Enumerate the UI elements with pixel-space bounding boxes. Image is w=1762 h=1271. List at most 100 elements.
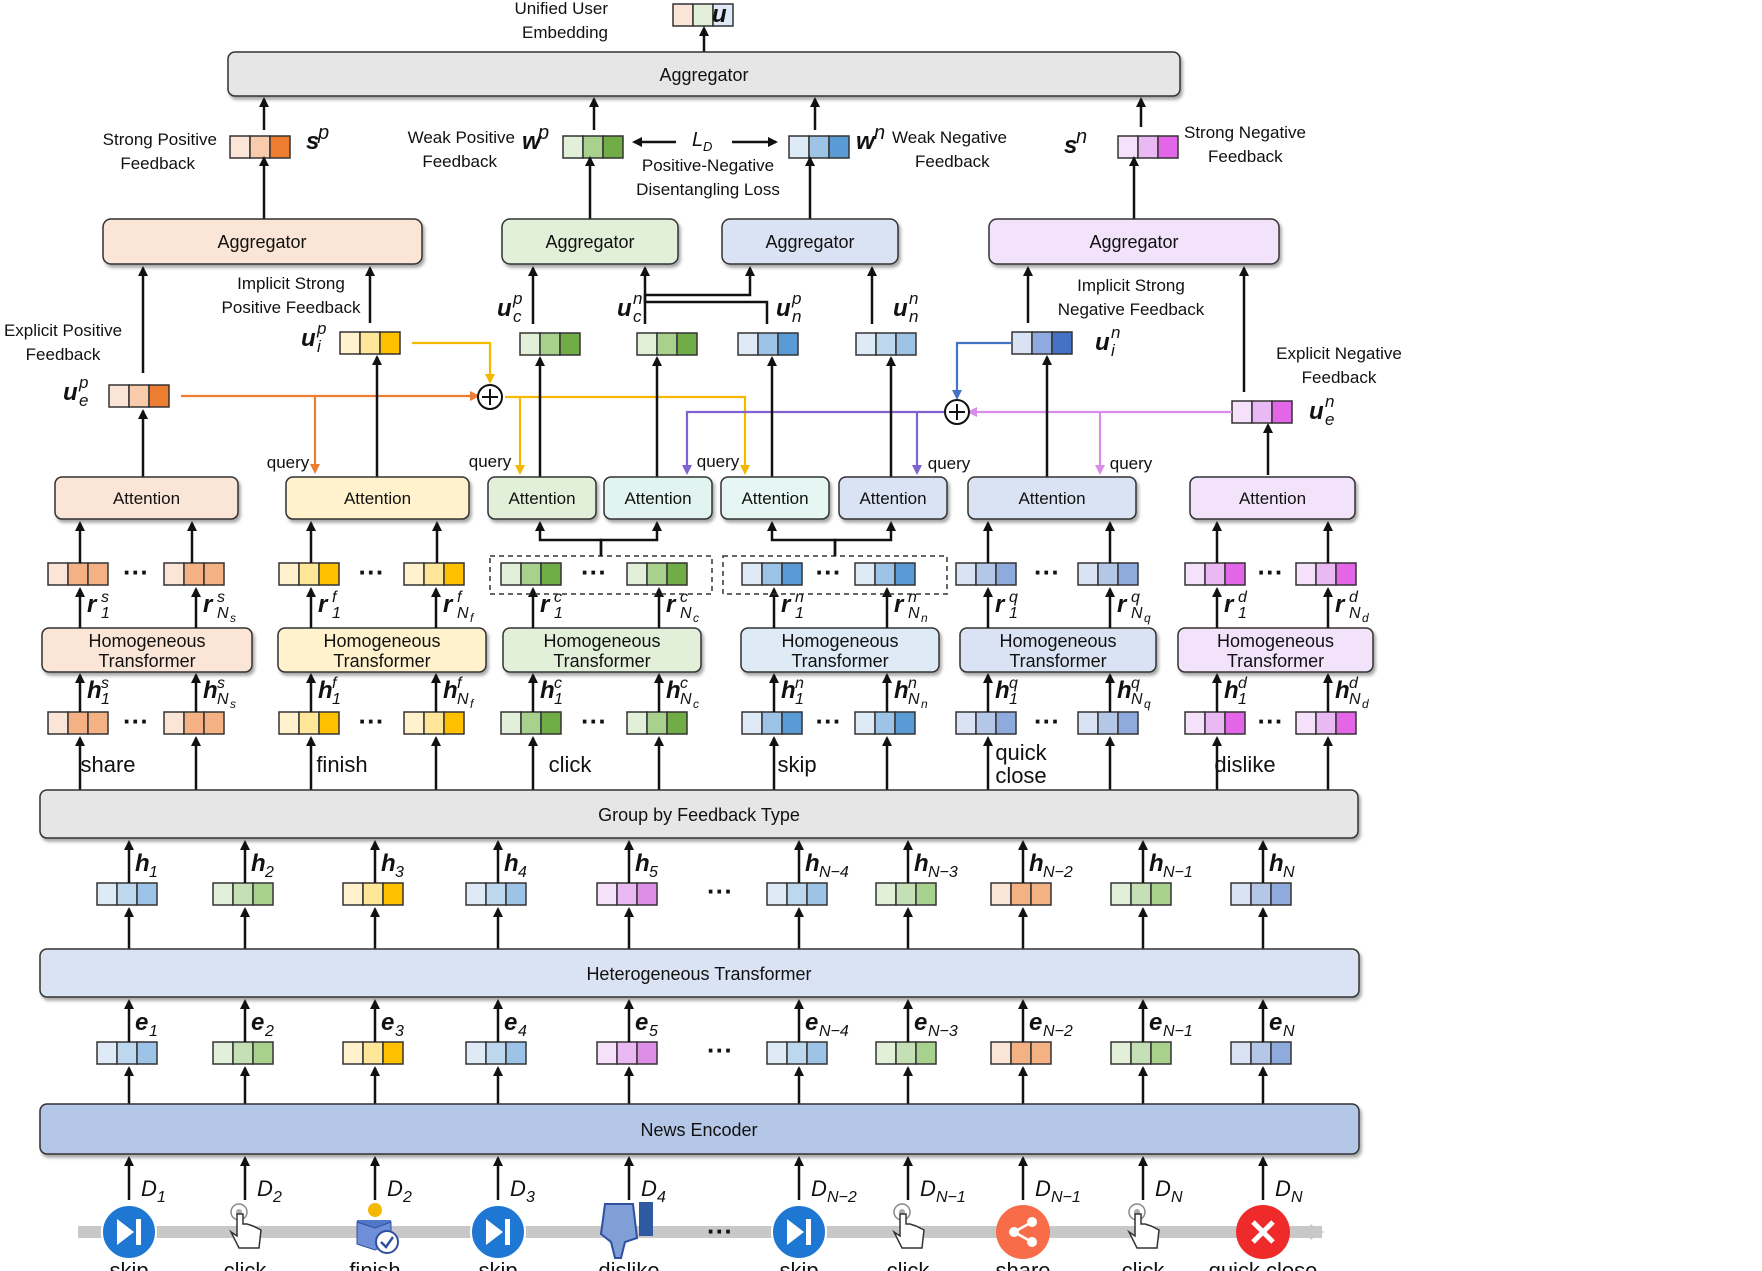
strong-neg-sup: n	[1076, 126, 1087, 148]
rN-share-sup: s	[217, 589, 225, 606]
e-vec-1-cell	[232, 1041, 254, 1065]
aggregator-weak-negative: Aggregator	[721, 218, 899, 265]
impl-neg-label-1: Implicit Strong	[1077, 276, 1185, 295]
agg-wn-label: Aggregator	[765, 232, 854, 252]
h-last-finish-cell	[403, 711, 425, 735]
e-row-dots: ···	[707, 1035, 733, 1065]
e-vec-9-cell	[1230, 1041, 1252, 1065]
strong-pos-label-1: Strong Positive	[103, 130, 217, 149]
strong-neg-label-2: Feedback	[1208, 147, 1283, 166]
h-last-finish-cell	[443, 711, 465, 735]
r-first-share-cell	[87, 562, 109, 586]
attention-finish-label: Attention	[344, 489, 411, 508]
h-last-dislike-cell	[1295, 711, 1317, 735]
attention-click-pos: Attention	[487, 476, 597, 520]
dots-r-dislike: ···	[1258, 557, 1284, 587]
e-vec-7	[990, 1041, 1052, 1065]
e-label-0: e	[135, 1009, 148, 1036]
rN-dislike-subsub: d	[1362, 611, 1369, 625]
h-first-click-cell	[520, 711, 542, 735]
disentangling-loss: L D Positive-Negative Disentangling Loss	[632, 129, 780, 199]
h-first-dislike-cell	[1224, 711, 1246, 735]
r-last-click-cell	[626, 562, 648, 586]
h-vec-2-cell	[382, 882, 404, 906]
uc-p-sub: c	[513, 307, 522, 326]
r-first-finish-cell	[298, 562, 320, 586]
wp-vec	[562, 135, 624, 159]
unn-vec-cell	[875, 332, 897, 356]
e-vec-5-cell	[806, 1041, 828, 1065]
aggregator-weak-positive: Aggregator	[501, 218, 679, 265]
h1-dislike-base: h	[1224, 677, 1239, 704]
rN-skip-subsub: n	[921, 611, 928, 625]
hN-share-sub: N	[217, 691, 229, 708]
dots-r-quick-close: ···	[1034, 557, 1060, 587]
rN-skip-base: r	[894, 591, 905, 618]
r1-finish-sup: f	[332, 589, 338, 606]
skip-icon	[771, 1204, 827, 1260]
h-last-click-cell	[666, 711, 688, 735]
weak-negative-feedback: w n Weak Negative Feedback	[788, 122, 1007, 171]
r-last-click	[626, 562, 688, 586]
h-vec-4-cell	[616, 882, 638, 906]
unified-label-line1: Unified User	[514, 0, 608, 18]
h1-finish-sub: 1	[332, 691, 341, 708]
h-label-5: h	[805, 850, 820, 877]
e-vec-7-cell	[1010, 1041, 1032, 1065]
group-label-2-quick-close: close	[995, 763, 1046, 788]
rN-click-base: r	[666, 591, 677, 618]
h-vec-1	[212, 882, 274, 906]
attention-click-pos-label: Attention	[508, 489, 575, 508]
ui-n-sup: n	[1111, 323, 1120, 342]
hN-skip-sub: N	[908, 691, 920, 708]
r-first-dislike-cell	[1184, 562, 1206, 586]
h-last-click-cell	[646, 711, 668, 735]
h-first-quick-close-cell	[975, 711, 997, 735]
hN-click-sup: c	[680, 675, 688, 692]
implicit-strong-negative: Implicit Strong Negative Feedback u n i	[1011, 276, 1205, 360]
uc-n: u n c	[617, 289, 698, 356]
ui-n-var: u	[1095, 329, 1110, 356]
un-n-sub: n	[909, 307, 918, 326]
h-vec-6-cell	[875, 882, 897, 906]
e-sub-2: 3	[395, 1023, 404, 1040]
news-encoder-label: News Encoder	[640, 1120, 757, 1140]
e-vec-9-cell	[1250, 1041, 1272, 1065]
h-last-quick-close	[1077, 711, 1139, 735]
dots-r-finish: ···	[359, 557, 385, 587]
r1-dislike-base: r	[1224, 591, 1235, 618]
e-vec-3	[465, 1041, 527, 1065]
r1-skip-sub: 1	[795, 605, 804, 622]
h-vec-9-cell	[1250, 882, 1272, 906]
e-vec-7-cell	[990, 1041, 1012, 1065]
d-base-6: D	[920, 1176, 936, 1201]
r-first-quick-close-cell	[975, 562, 997, 586]
h1-quick-close-sup: q	[1009, 675, 1018, 692]
h1-click-sup: c	[554, 675, 562, 692]
explicit-negative: Explicit Negative Feedback u n e	[1231, 344, 1402, 429]
e-vec-5-cell	[786, 1041, 808, 1065]
e-sub-1: 2	[264, 1023, 274, 1040]
homo-label-1-quick-close: Homogeneous	[999, 631, 1116, 651]
weak-neg-var: w	[856, 128, 876, 155]
hN-quick-close-subsub: q	[1144, 697, 1151, 711]
homo-label-1-finish: Homogeneous	[323, 631, 440, 651]
hN-finish-subsub: f	[470, 697, 475, 711]
h-sub-8: N−1	[1163, 864, 1193, 881]
hN-finish-sup: f	[457, 675, 463, 692]
un-n-sup: n	[909, 289, 918, 308]
strong-neg-label-1: Strong Negative	[1184, 123, 1306, 142]
e-vec-4	[596, 1041, 658, 1065]
uen-vec-cell	[1231, 400, 1253, 424]
e-vec-2-cell	[382, 1041, 404, 1065]
e-vec-8-cell	[1110, 1041, 1132, 1065]
d-sub-4: 4	[657, 1189, 666, 1206]
homo-label-1-dislike: Homogeneous	[1217, 631, 1334, 651]
e-sub-3: 4	[518, 1023, 527, 1040]
hN-share-base: h	[203, 677, 218, 704]
h-vec-3-cell	[465, 882, 487, 906]
